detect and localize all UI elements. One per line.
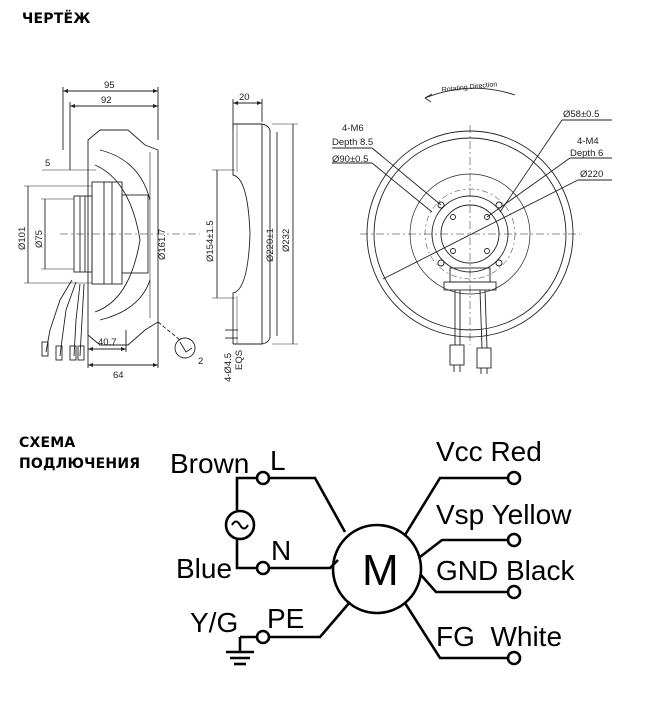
dim-64: 64 — [113, 370, 124, 381]
dim-eqs: EQS — [234, 350, 245, 370]
dim-d154: Ø154±1.5 — [205, 220, 216, 262]
m6-line2: Depth 8.5 — [332, 137, 373, 148]
side-view — [24, 87, 200, 368]
terminal-gnd-icon — [506, 584, 522, 600]
dim-d220: Ø220±1 — [265, 228, 276, 262]
wiring-title-line2: ПОДЛЮЧЕНИЯ — [19, 456, 141, 472]
drawing-title: ЧЕРТЁЖ — [22, 11, 91, 27]
m4-line1: 4-M4 — [577, 136, 599, 147]
motor-label: M — [362, 546, 399, 595]
label-blue: Blue — [176, 553, 232, 584]
m4-line2: Depth 6 — [570, 148, 603, 159]
rotating-direction-label: Rotating Direction — [441, 81, 497, 94]
dim-92: 92 — [101, 95, 112, 106]
label-vsp-yellow: Vsp Yellow — [436, 499, 572, 530]
dim-holes: 4-Ø4.5 — [223, 353, 234, 382]
dim-d232: Ø232 — [281, 229, 292, 252]
d220-label: Ø220 — [580, 169, 603, 180]
label-n: N — [271, 535, 291, 566]
label-yg: Y/G — [190, 607, 238, 638]
label-gnd-black: GND Black — [436, 555, 575, 586]
dim-20: 20 — [239, 92, 250, 103]
wiring-title-line1: СХЕМА — [19, 435, 76, 451]
terminal-vsp-icon — [506, 532, 522, 548]
motor-icon — [331, 523, 423, 615]
label-pe: PE — [267, 603, 304, 634]
dim-d161: Ø161.7 — [157, 229, 168, 260]
label-l: L — [270, 445, 286, 476]
technical-drawing: 95 92 5 Ø101 Ø75 Ø161.7 40.7 64 2 20 Ø15… — [17, 80, 612, 382]
terminal-l-icon — [255, 470, 271, 486]
terminal-vcc-icon — [506, 470, 522, 486]
dim-d101: Ø101 — [17, 227, 28, 250]
dim-2: 2 — [198, 356, 203, 367]
label-brown: Brown — [170, 448, 249, 479]
d90-label: Ø90±0.5 — [332, 154, 368, 165]
terminal-fg-icon — [506, 650, 522, 666]
d58-label: Ø58±0.5 — [563, 109, 599, 120]
front-view — [332, 87, 612, 374]
dim-95: 95 — [104, 80, 115, 91]
terminal-n-icon — [255, 560, 271, 576]
label-vcc-red: Vcc Red — [436, 436, 542, 467]
dimension-arrows — [63, 89, 262, 367]
m6-line1: 4-M6 — [342, 123, 364, 134]
wiring-lines — [224, 476, 508, 666]
plate-view — [212, 99, 298, 345]
terminals — [255, 470, 522, 666]
dim-5: 5 — [45, 158, 50, 169]
dim-40-7: 40.7 — [98, 337, 117, 348]
dim-d75: Ø75 — [34, 230, 45, 248]
terminal-pe-icon — [255, 629, 271, 645]
ac-source-icon — [224, 509, 256, 541]
label-fg-white: FG White — [436, 621, 562, 652]
